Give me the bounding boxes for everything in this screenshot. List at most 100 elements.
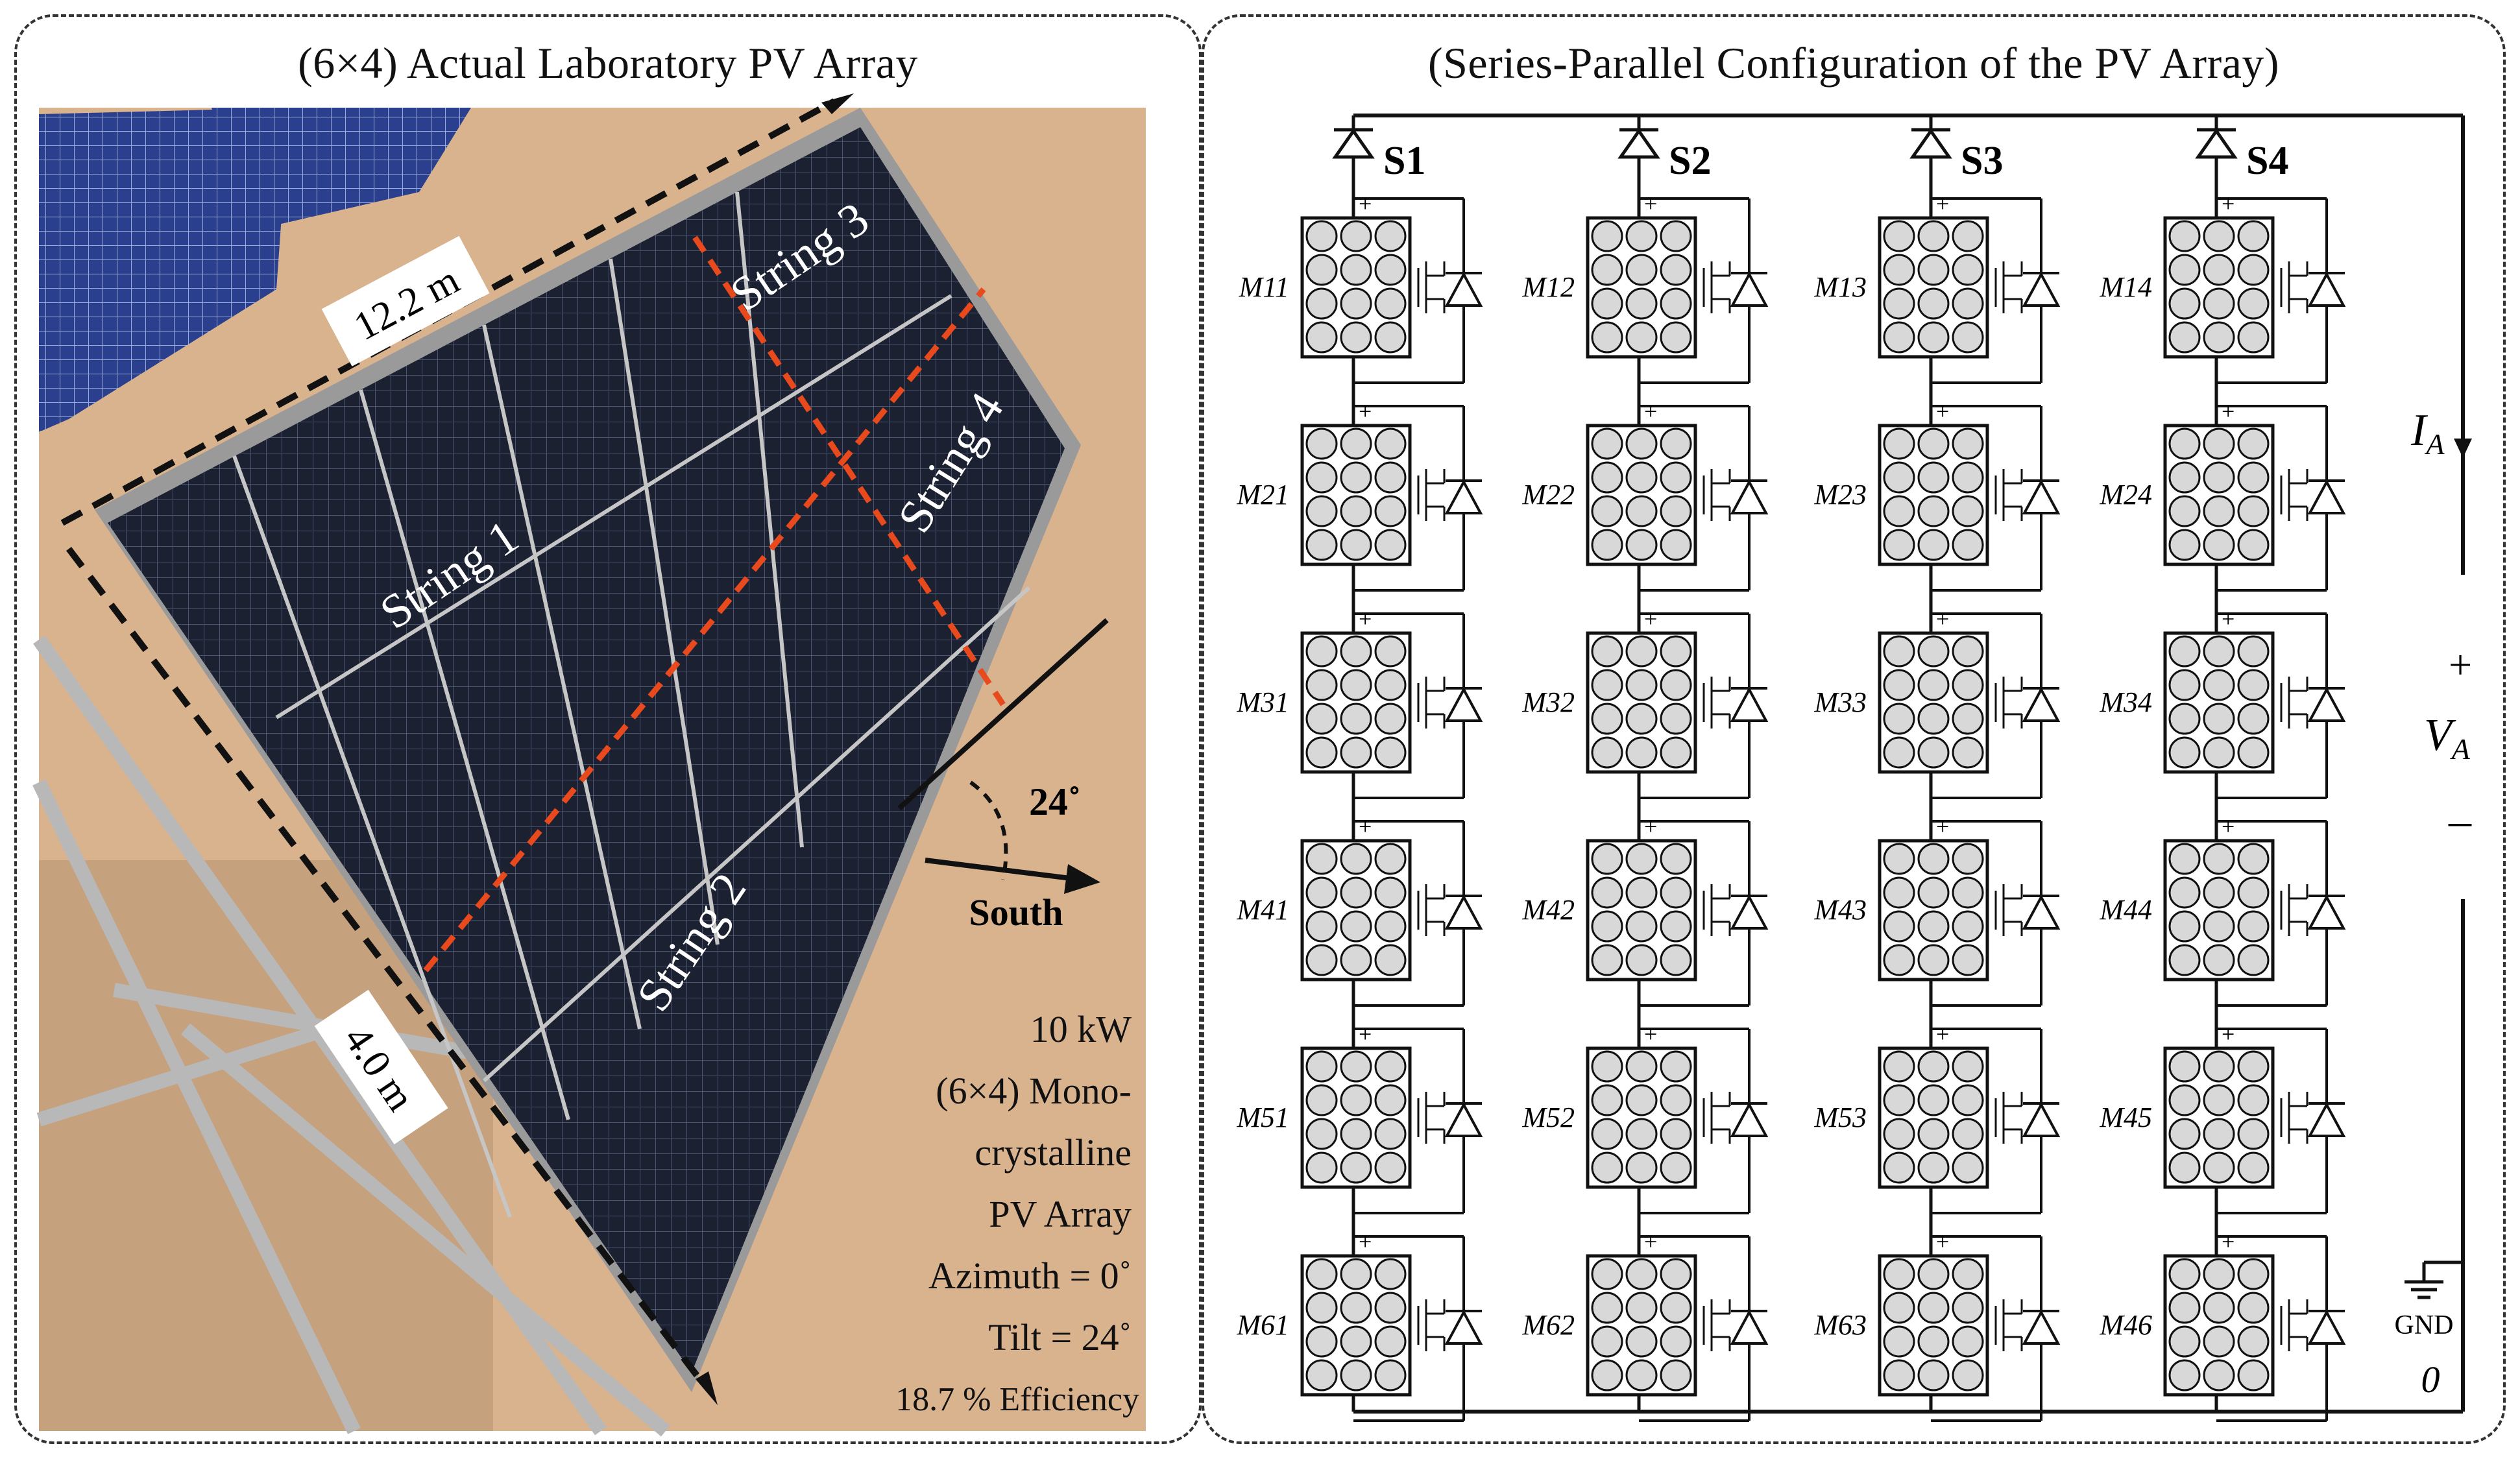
pv-cell xyxy=(2203,1084,2235,1116)
pv-cell xyxy=(2237,635,2270,668)
pv-cell xyxy=(2203,461,2235,494)
pv-cell xyxy=(1374,703,1407,735)
module-label-m45: M45 xyxy=(2099,1102,2152,1133)
spec-config-3: PV Array xyxy=(989,1193,1132,1235)
pv-cell xyxy=(1625,287,1658,320)
pv-cell xyxy=(2168,495,2201,527)
module-plus-sign: + xyxy=(1936,398,1949,424)
pv-cell xyxy=(1660,254,1692,286)
pv-cell xyxy=(1952,1359,1984,1391)
mosfet-switch-icon xyxy=(1702,1299,1731,1351)
pv-cell xyxy=(1660,1151,1692,1184)
pv-cell xyxy=(1660,669,1692,701)
pv-cell xyxy=(1340,1050,1372,1083)
pv-cell xyxy=(1625,1084,1658,1116)
pv-cell xyxy=(2203,427,2235,460)
pv-cell xyxy=(1591,427,1623,460)
pv-cell xyxy=(1952,427,1984,460)
pv-cell xyxy=(1340,876,1372,909)
pv-cell xyxy=(1883,427,1915,460)
width-arrowhead xyxy=(696,1371,718,1405)
pv-cell xyxy=(1660,1292,1692,1324)
mosfet-switch-icon xyxy=(1702,677,1731,728)
pv-cell xyxy=(1340,529,1372,561)
pv-cell xyxy=(1883,495,1915,527)
string-label-1: S1 xyxy=(1383,139,1425,183)
pv-cell xyxy=(1591,1151,1623,1184)
series-parallel-schematic: IA + VA – GND 0 S1+M11+M21+M31+M41+M51+M… xyxy=(1236,114,2472,1422)
module-plus-sign: + xyxy=(1359,398,1372,424)
pv-cell xyxy=(2203,876,2235,909)
pv-cell xyxy=(1625,495,1658,527)
spec-efficiency: 18.7 % Efficiency xyxy=(895,1381,1139,1418)
module-plus-sign: + xyxy=(1644,606,1657,632)
current-label: IA xyxy=(2410,405,2445,461)
pv-cell xyxy=(1591,635,1623,668)
pv-cell xyxy=(1883,1084,1915,1116)
pv-cell xyxy=(1952,736,1984,769)
spec-azimuth: Azimuth = 0˚ xyxy=(928,1255,1132,1297)
pv-cell xyxy=(1374,220,1407,252)
pv-strings: S1+M11+M21+M31+M41+M51+M61S2+M12+M22+M32… xyxy=(1236,115,2346,1422)
pv-cell xyxy=(2168,220,2201,252)
gnd-label: GND xyxy=(2395,1310,2454,1340)
pv-cell xyxy=(1952,1258,1984,1290)
pv-cell xyxy=(2168,876,2201,909)
pv-cell xyxy=(1883,1325,1915,1358)
voltage-label: VA xyxy=(2424,710,2471,765)
mosfet-switch-icon xyxy=(1702,469,1731,521)
pv-cell xyxy=(1591,1292,1623,1324)
module-label-m52: M52 xyxy=(1521,1102,1575,1133)
pv-cell xyxy=(1305,495,1338,527)
pv-cell xyxy=(1917,287,1950,320)
pv-cell xyxy=(1374,944,1407,976)
pv-cell xyxy=(1625,1151,1658,1184)
mosfet-switch-icon xyxy=(1994,884,2023,936)
pv-cell xyxy=(1917,220,1950,252)
current-arrow xyxy=(2454,439,2472,458)
pv-cell xyxy=(1625,1325,1658,1358)
pv-cell xyxy=(1917,876,1950,909)
pv-cell xyxy=(1625,1118,1658,1150)
mosfet-switch-icon xyxy=(1417,469,1446,521)
module-plus-sign: + xyxy=(2222,606,2235,632)
pv-cell xyxy=(2203,910,2235,943)
pv-cell xyxy=(1625,1050,1658,1083)
pv-cell xyxy=(1374,843,1407,875)
pv-cell xyxy=(1660,287,1692,320)
mosfet-switch-icon xyxy=(1417,677,1446,728)
pv-cell xyxy=(1591,1359,1623,1391)
pv-cell xyxy=(1305,1292,1338,1324)
pv-cell xyxy=(1952,876,1984,909)
pv-cell xyxy=(1883,1292,1915,1324)
module-plus-sign: + xyxy=(1936,606,1949,632)
pv-cell xyxy=(1305,1118,1338,1150)
pv-array-photo: 12.2 m 4.0 m String 1 String 2 String 3 … xyxy=(32,93,1146,1437)
pv-cell xyxy=(1591,1258,1623,1290)
pv-cell xyxy=(1917,910,1950,943)
pv-cell xyxy=(1591,254,1623,286)
pv-cell xyxy=(2203,1325,2235,1358)
pv-cell xyxy=(2168,427,2201,460)
south-arrowhead xyxy=(1064,864,1100,894)
module-label-m32: M32 xyxy=(1521,686,1575,718)
pv-cell xyxy=(2168,1292,2201,1324)
pv-cell xyxy=(1305,1258,1338,1290)
pv-cell xyxy=(2203,529,2235,561)
pv-cell xyxy=(1305,1359,1338,1391)
pv-cell xyxy=(1340,910,1372,943)
pv-cell xyxy=(1917,1118,1950,1150)
pv-cell xyxy=(2203,1151,2235,1184)
pv-cell xyxy=(1374,529,1407,561)
pv-cell xyxy=(1305,220,1338,252)
pv-cell xyxy=(1952,1084,1984,1116)
pv-cell xyxy=(1340,843,1372,875)
pv-cell xyxy=(2237,1359,2270,1391)
pv-cell xyxy=(2168,635,2201,668)
pv-cell xyxy=(1591,876,1623,909)
pv-cell xyxy=(1660,635,1692,668)
pv-cell xyxy=(1374,669,1407,701)
pv-cell xyxy=(2237,1050,2270,1083)
pv-cell xyxy=(1305,321,1338,354)
pv-cell xyxy=(1374,1325,1407,1358)
